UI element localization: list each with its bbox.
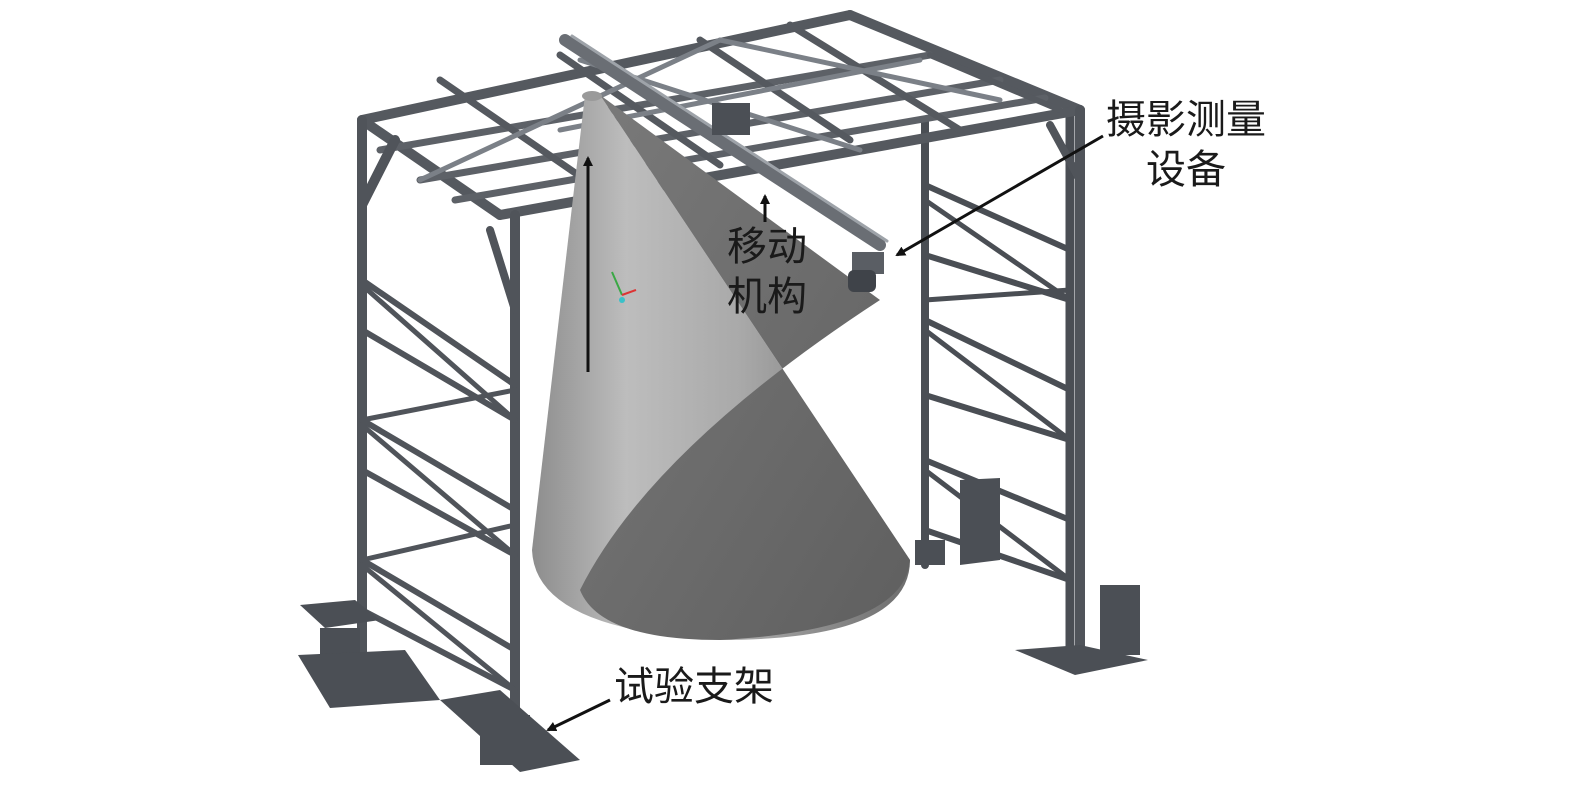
moving-mechanism-label: 移动 机构 xyxy=(727,222,807,322)
photogrammetry-label-line1: 摄影测量 xyxy=(1106,97,1266,143)
camera-unit xyxy=(848,252,884,292)
test-frame-label: 试验支架 xyxy=(614,662,774,712)
moving-mechanism-label-line2: 机构 xyxy=(727,274,807,320)
moving-mechanism-label-line1: 移动 xyxy=(727,224,807,270)
base-plates xyxy=(298,478,1148,772)
test-frame-arrow xyxy=(546,698,611,732)
top-frame xyxy=(357,10,1085,251)
photogrammetry-arrow xyxy=(895,134,1104,257)
test-frame-label-text: 试验支架 xyxy=(614,664,774,710)
cone-model xyxy=(532,91,910,640)
front-frame xyxy=(357,105,1085,765)
photogrammetry-label: 摄影测量 设备 xyxy=(1106,95,1266,195)
back-frame xyxy=(921,105,1075,665)
annotation-arrows xyxy=(546,134,1104,732)
photogrammetry-label-line2: 设备 xyxy=(1146,147,1226,193)
